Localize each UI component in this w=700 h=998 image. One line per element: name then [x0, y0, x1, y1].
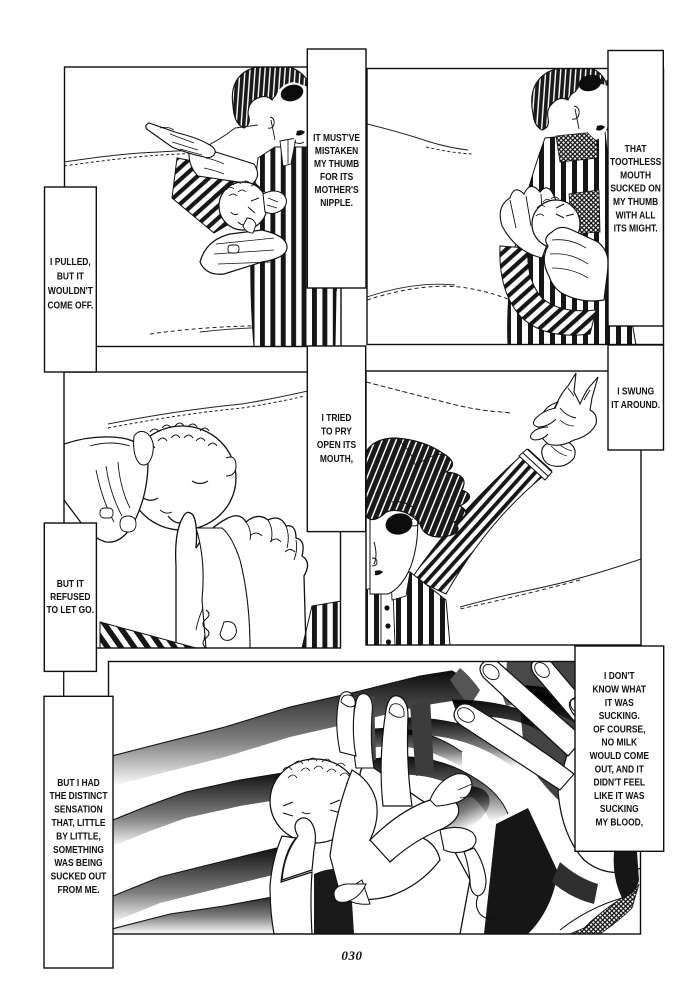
svg-text:OPEN ITS: OPEN ITS	[317, 439, 356, 451]
svg-text:BUT I HAD: BUT I HAD	[57, 777, 100, 789]
svg-text:SUCKED OUT: SUCKED OUT	[51, 871, 107, 883]
svg-text:I TRIED: I TRIED	[322, 412, 352, 424]
svg-text:030: 030	[341, 948, 362, 963]
svg-text:FOR ITS: FOR ITS	[320, 171, 353, 183]
svg-text:SUCKED ON: SUCKED ON	[610, 183, 661, 195]
svg-text:MY THUMB: MY THUMB	[613, 196, 658, 208]
svg-text:I SWUNG: I SWUNG	[617, 386, 654, 398]
svg-text:TO PRY: TO PRY	[321, 426, 352, 438]
svg-text:BUT IT: BUT IT	[57, 578, 84, 590]
svg-text:IT AROUND.: IT AROUND.	[611, 399, 660, 411]
svg-text:MISTAKEN: MISTAKEN	[315, 145, 358, 157]
svg-text:THE DISTINCT: THE DISTINCT	[50, 790, 108, 802]
svg-text:REFUSED: REFUSED	[50, 591, 90, 603]
svg-text:BUT IT: BUT IT	[57, 271, 84, 283]
svg-text:FROM ME.: FROM ME.	[57, 884, 99, 896]
svg-text:THAT: THAT	[625, 143, 647, 155]
svg-text:MY THUMB: MY THUMB	[314, 158, 359, 170]
svg-text:MOTHER'S: MOTHER'S	[315, 184, 359, 196]
svg-text:OF COURSE,: OF COURSE,	[593, 724, 645, 736]
svg-text:SUCKING: SUCKING	[600, 803, 639, 815]
svg-text:LIKE IT WAS: LIKE IT WAS	[594, 790, 644, 802]
svg-text:WITH ALL: WITH ALL	[616, 210, 656, 222]
svg-text:MOUTH,: MOUTH,	[320, 453, 353, 465]
svg-text:IT WAS: IT WAS	[605, 697, 634, 709]
svg-text:WOULDN'T: WOULDN'T	[48, 285, 93, 297]
svg-text:OUT, AND IT: OUT, AND IT	[595, 764, 644, 776]
svg-text:WAS BEING: WAS BEING	[54, 857, 102, 869]
svg-text:COME OFF.: COME OFF.	[47, 300, 93, 312]
svg-text:NIPPLE.: NIPPLE.	[320, 197, 353, 209]
svg-text:NO MILK: NO MILK	[602, 737, 638, 749]
svg-text:TO LET GO.: TO LET GO.	[47, 604, 95, 616]
svg-text:THAT, LITTLE: THAT, LITTLE	[51, 817, 105, 829]
svg-text:KNOW WHAT: KNOW WHAT	[592, 684, 646, 696]
svg-text:TOOTHLESS: TOOTHLESS	[610, 156, 661, 168]
svg-text:MY BLOOD,: MY BLOOD,	[596, 817, 644, 829]
svg-text:MOUTH: MOUTH	[620, 170, 651, 182]
svg-text:I DON'T: I DON'T	[604, 670, 635, 682]
svg-text:ITS MIGHT.: ITS MIGHT.	[614, 223, 658, 235]
svg-text:WOULD COME: WOULD COME	[590, 750, 649, 762]
svg-text:SENSATION: SENSATION	[54, 804, 103, 816]
svg-text:BY LITTLE,: BY LITTLE,	[56, 831, 101, 843]
svg-text:SOMETHING: SOMETHING	[53, 844, 104, 856]
svg-text:SUCKING.: SUCKING.	[599, 710, 640, 722]
svg-text:IT MUST'VE: IT MUST'VE	[313, 132, 360, 144]
svg-text:DIDN'T FEEL: DIDN'T FEEL	[594, 777, 646, 789]
svg-text:I PULLED,: I PULLED,	[50, 256, 91, 268]
